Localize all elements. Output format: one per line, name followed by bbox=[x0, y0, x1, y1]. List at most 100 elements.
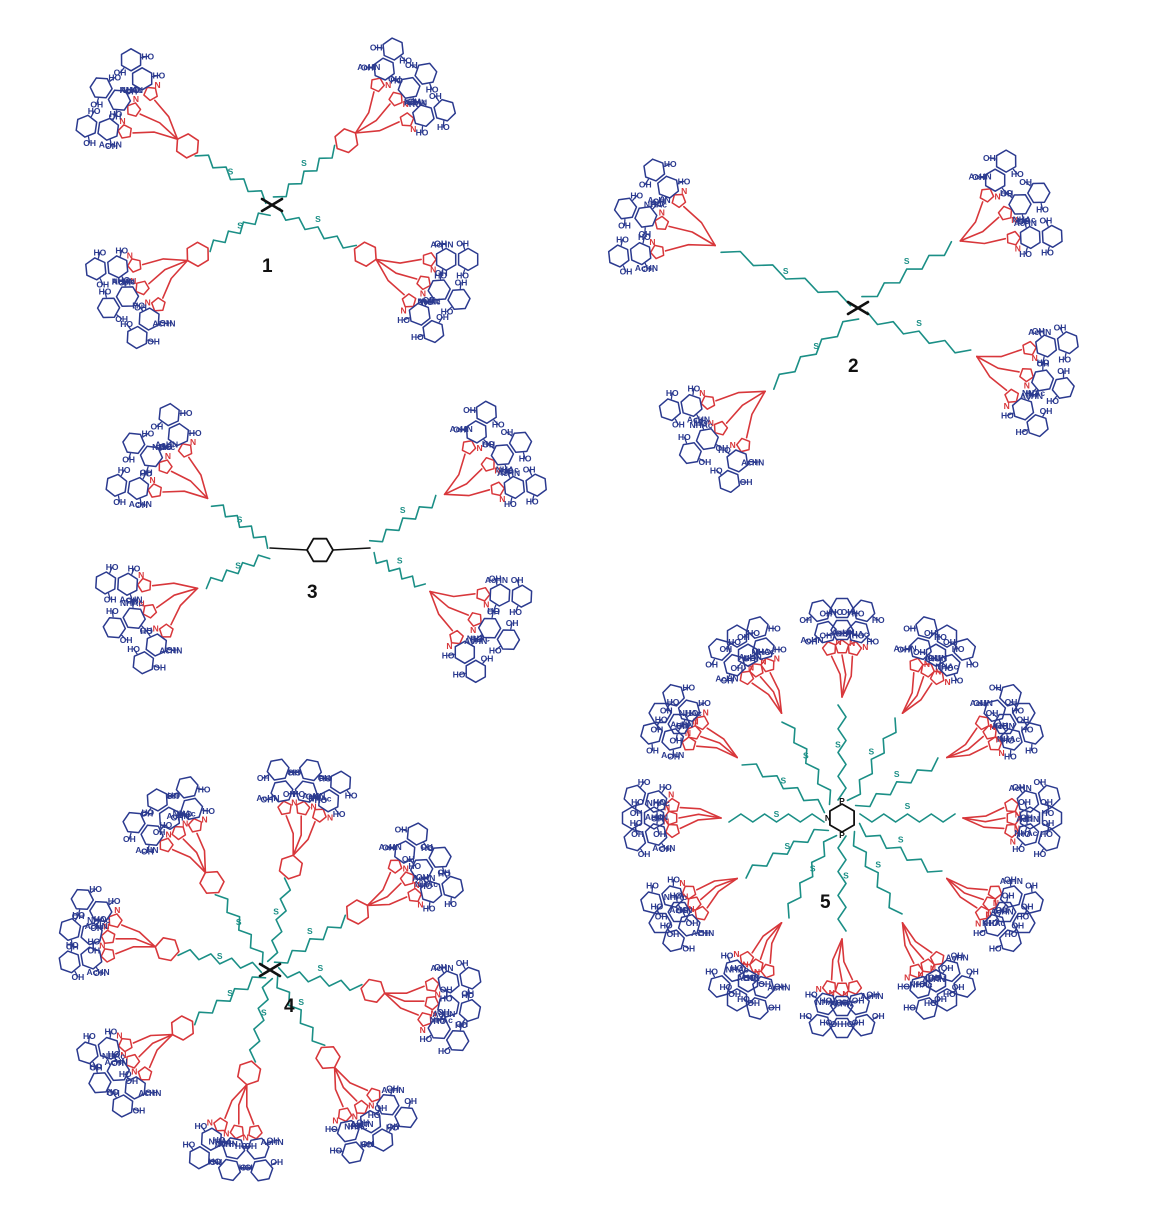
triazole: N bbox=[816, 980, 837, 995]
hydroxyl-label: HO bbox=[213, 1135, 226, 1145]
oh-bond bbox=[127, 453, 132, 461]
sugar-ring bbox=[1056, 331, 1079, 355]
triazole: N bbox=[312, 808, 333, 823]
hydroxyl-label: OH bbox=[1032, 326, 1045, 336]
hydroxyl-label: OH bbox=[422, 295, 435, 305]
branch-arm bbox=[162, 259, 189, 299]
triazole-ring bbox=[909, 657, 924, 673]
oh-bond bbox=[1017, 786, 1023, 793]
oh-bond bbox=[1024, 247, 1028, 255]
hydroxyl-label: OH bbox=[147, 337, 160, 347]
oh-bond bbox=[111, 610, 114, 618]
hydroxyl-label: HO bbox=[1012, 844, 1025, 854]
acetamido-label: AcHN bbox=[661, 750, 684, 760]
oh-bond bbox=[728, 990, 736, 995]
label-layer: 1 2 3 4 5 bbox=[262, 256, 859, 1017]
triazole-ring bbox=[277, 800, 292, 816]
hydroxyl-label: HO bbox=[831, 607, 844, 617]
acetamido-label: NHAc bbox=[726, 965, 749, 975]
triazole: N bbox=[424, 977, 441, 999]
sugar-ring bbox=[140, 824, 164, 846]
oh-bond bbox=[1039, 781, 1044, 788]
hydroxyl-label: HO bbox=[345, 791, 358, 801]
sugar-ring bbox=[298, 758, 323, 782]
hydroxyl-label: OH bbox=[638, 849, 651, 859]
triazole-ring bbox=[100, 948, 116, 963]
oh-bond bbox=[439, 272, 442, 280]
oh-bond bbox=[968, 658, 974, 666]
oh-bond bbox=[88, 1035, 91, 1043]
branch-arm bbox=[238, 1083, 248, 1125]
oh-bond bbox=[531, 495, 535, 503]
sugar-ring bbox=[435, 247, 457, 272]
nitrogen-label: N bbox=[201, 815, 207, 825]
triazole-ring bbox=[137, 1066, 153, 1081]
sugar-ring bbox=[88, 1072, 112, 1094]
hydroxyl-label: HO bbox=[799, 1011, 812, 1021]
hydroxyl-label: OH bbox=[852, 1018, 865, 1028]
sugar-ring bbox=[852, 599, 876, 623]
branch-arm bbox=[706, 877, 739, 909]
sugar-ring bbox=[105, 473, 128, 497]
branch-arm bbox=[975, 355, 1008, 392]
hydroxyl-label: HO bbox=[737, 994, 750, 1004]
sugar-ring bbox=[131, 67, 153, 91]
sugar-ring bbox=[1051, 376, 1075, 400]
hydroxyl-label: OH bbox=[118, 277, 131, 287]
triazole: N bbox=[733, 949, 755, 966]
hydroxyl-label: OH bbox=[694, 415, 707, 425]
sugar-ring bbox=[106, 1059, 131, 1082]
hydroxyl-label: OH bbox=[90, 99, 103, 109]
oh-bond bbox=[491, 610, 495, 619]
thioether-linker bbox=[846, 717, 897, 802]
hydroxyl-label: OH bbox=[90, 923, 103, 933]
thioether-linker bbox=[266, 877, 292, 963]
nitrogen-label: N bbox=[668, 790, 674, 800]
oh-bond bbox=[1023, 801, 1028, 809]
sulfur-label: S bbox=[298, 997, 304, 1007]
hydroxyl-label: HO bbox=[368, 1110, 381, 1120]
oh-bond bbox=[726, 954, 731, 962]
hydroxyl-label: HO bbox=[141, 51, 154, 61]
hydroxyl-label: OH bbox=[122, 454, 135, 464]
hydroxyl-label: OH bbox=[928, 653, 941, 663]
hydroxyl-label: OH bbox=[111, 1058, 124, 1068]
sugar-ring bbox=[397, 76, 421, 99]
branch-arm bbox=[139, 113, 179, 140]
branch-arm bbox=[375, 258, 422, 264]
sugar-ring bbox=[475, 400, 497, 425]
thioether-linker bbox=[277, 966, 363, 992]
oh-bond bbox=[825, 999, 833, 1004]
triazole: N bbox=[1004, 823, 1019, 846]
sulfur-label: S bbox=[317, 963, 323, 973]
sugar-ring bbox=[145, 633, 168, 657]
branch-point bbox=[141, 241, 209, 299]
acetamido-label: AcHN bbox=[379, 842, 402, 852]
oh-bond bbox=[948, 641, 956, 646]
hydroxyl-label: OH bbox=[719, 644, 732, 654]
sugar-ring bbox=[814, 992, 837, 1016]
hydroxyl-label: HO bbox=[118, 465, 131, 475]
triazole-ring bbox=[449, 629, 464, 645]
hydroxyl-label: OH bbox=[651, 813, 664, 823]
branch-point bbox=[171, 832, 225, 895]
sugar-ring bbox=[661, 885, 685, 908]
oh-bond bbox=[1001, 724, 1006, 731]
core-compound-1 bbox=[260, 197, 284, 213]
hydroxyl-label: OH bbox=[72, 911, 85, 921]
hydroxyl-label: HO bbox=[423, 904, 436, 914]
benzene-ring bbox=[170, 1015, 194, 1041]
oh-bond bbox=[1039, 848, 1044, 855]
oh-bond bbox=[443, 871, 448, 879]
hydroxyl-label: OH bbox=[973, 698, 986, 708]
oh-bond bbox=[723, 449, 730, 455]
sugar-ring bbox=[97, 117, 120, 141]
thioether-linker bbox=[177, 948, 263, 974]
sugar-ring bbox=[167, 422, 190, 447]
thioether-linker bbox=[193, 976, 267, 1026]
oh-bond bbox=[1064, 352, 1067, 361]
hydroxyl-label: HO bbox=[719, 982, 732, 992]
triazole: N bbox=[904, 963, 924, 983]
